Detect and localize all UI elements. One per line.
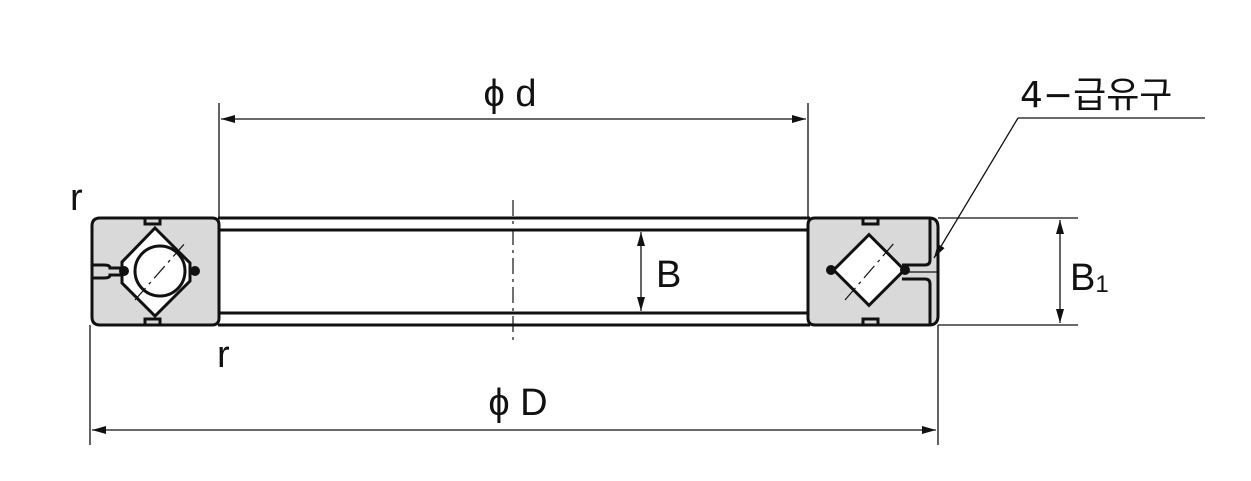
leader-lubrication-hole: 4−급유구 [933, 75, 1205, 259]
label-inner-diameter: ϕ d [484, 73, 537, 115]
dimension-inner-diameter: ϕ d [218, 73, 809, 218]
label-lubrication-hole: 4−급유구 [1020, 75, 1172, 116]
label-width-b1: B1 [1070, 257, 1109, 299]
dimension-outer-diameter: ϕ D [89, 325, 939, 445]
label-outer-diameter: ϕ D [488, 382, 547, 424]
label-fillet-top: r [70, 177, 83, 219]
left-section [90, 216, 221, 327]
dimension-width-b: B [637, 232, 681, 311]
label-fillet-bottom: r [217, 334, 230, 376]
label-width-b: B [656, 254, 681, 296]
right-section [806, 216, 940, 327]
ring-body-lines [218, 216, 810, 327]
dimension-width-b1: B1 [938, 217, 1109, 326]
